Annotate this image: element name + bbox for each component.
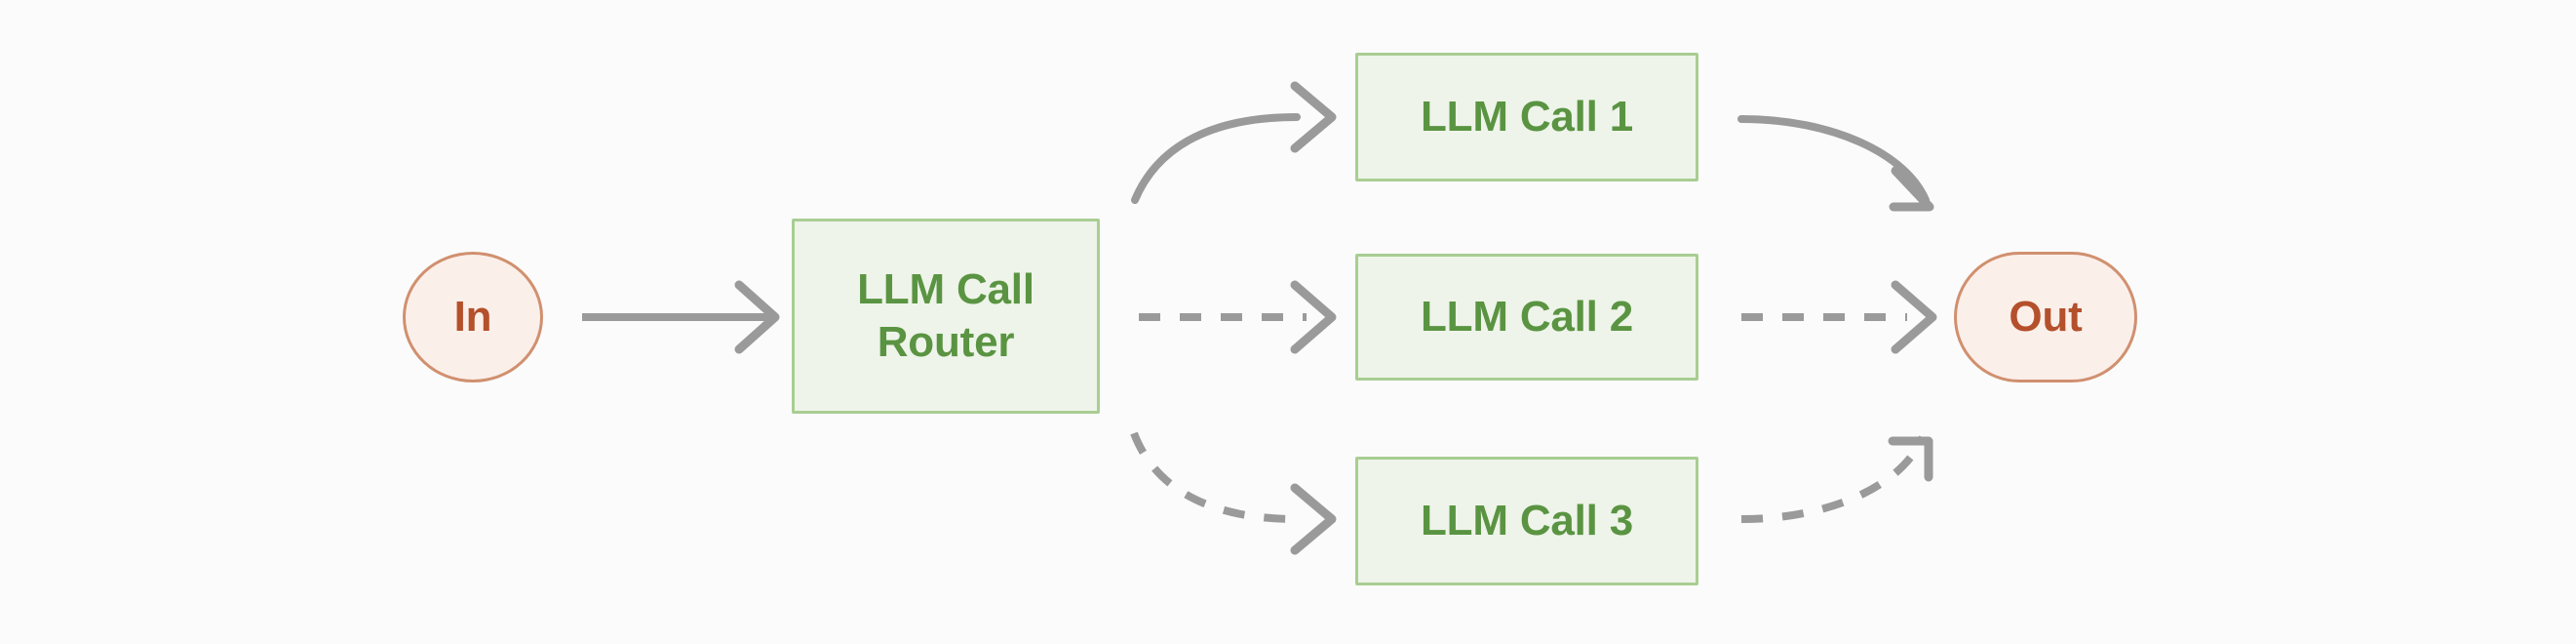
node-llm-call-3-label: LLM Call 3 <box>1420 497 1634 545</box>
edge-call-3-to-out <box>1740 435 1933 523</box>
edge-router-to-call-2 <box>1139 280 1337 354</box>
edge-call-1-to-out <box>1737 115 1934 212</box>
arrowhead-open-v-icon <box>1290 483 1337 555</box>
node-llm-call-router-label: LLM Call Router <box>857 265 1034 366</box>
node-out-label: Out <box>2009 293 2083 342</box>
arrowhead-open-v-icon <box>1889 166 1934 212</box>
node-out[interactable]: Out <box>1954 252 2137 382</box>
node-llm-call-3[interactable]: LLM Call 3 <box>1355 457 1698 585</box>
arrowhead-open-v-icon <box>734 280 780 354</box>
arrowhead-open-v-icon <box>1888 436 1933 482</box>
node-in[interactable]: In <box>403 252 543 382</box>
arrowhead-open-v-icon <box>1290 81 1337 153</box>
arrowhead-open-v-icon <box>1290 280 1337 354</box>
edge-call-2-to-out <box>1741 280 1937 354</box>
edge-line <box>1737 115 1930 204</box>
node-llm-call-router[interactable]: LLM Call Router <box>792 219 1100 414</box>
node-in-label: In <box>453 293 492 342</box>
edge-line <box>1740 435 1927 523</box>
edge-line <box>1130 431 1298 523</box>
node-llm-call-2-label: LLM Call 2 <box>1420 293 1634 342</box>
arrowhead-open-v-icon <box>1891 280 1937 354</box>
node-llm-call-2[interactable]: LLM Call 2 <box>1355 254 1698 381</box>
edge-router-to-call-3 <box>1130 431 1337 555</box>
node-llm-call-1-label: LLM Call 1 <box>1420 93 1634 141</box>
edge-line <box>1131 113 1301 204</box>
node-llm-call-1[interactable]: LLM Call 1 <box>1355 53 1698 181</box>
edge-router-to-call-1 <box>1131 81 1337 204</box>
edge-in-to-router <box>582 280 780 354</box>
